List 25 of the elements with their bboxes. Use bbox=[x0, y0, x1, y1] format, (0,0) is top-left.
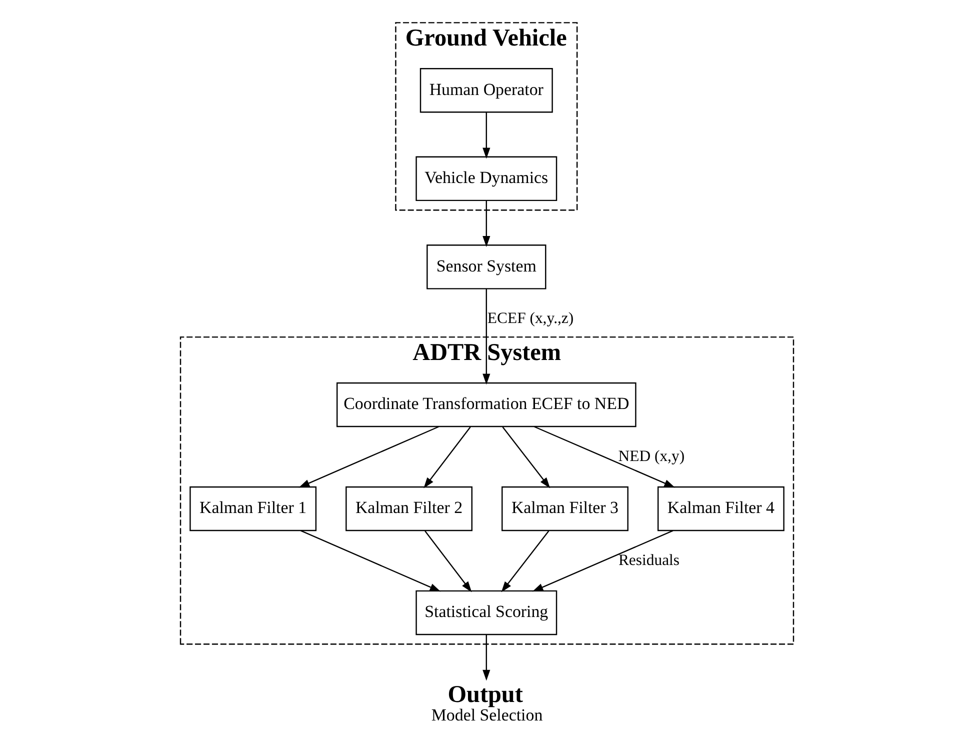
arrow bbox=[482, 634, 490, 681]
arrow bbox=[300, 530, 441, 592]
node-box: Kalman Filter 3 bbox=[502, 486, 628, 532]
arrow bbox=[482, 200, 490, 247]
arrow bbox=[482, 112, 490, 159]
arrow bbox=[502, 426, 550, 488]
node-box: Kalman Filter 1 bbox=[190, 486, 317, 532]
node-box: Statistical Scoring bbox=[416, 590, 558, 636]
node-box: Sensor System bbox=[426, 244, 546, 290]
arrow bbox=[501, 530, 550, 592]
arrow bbox=[532, 530, 674, 592]
node-box: Coordinate Transformation ECEF to NED bbox=[336, 382, 636, 428]
node-text: Output Model Selection bbox=[431, 681, 543, 725]
node-box: Kalman Filter 2 bbox=[346, 486, 472, 532]
arrow bbox=[424, 530, 472, 592]
edge-label: NED (x,y) bbox=[618, 448, 685, 465]
arrow bbox=[482, 288, 490, 385]
node-box: Kalman Filter 4 bbox=[657, 486, 784, 532]
arrow bbox=[534, 426, 676, 488]
edge-label: Residuals bbox=[618, 552, 680, 569]
arrow bbox=[298, 426, 439, 488]
node-box: Human Operator bbox=[420, 68, 553, 113]
node-box: Vehicle Dynamics bbox=[416, 156, 558, 202]
edge-label: ECEF (x,y.,z) bbox=[487, 310, 574, 328]
arrow bbox=[424, 426, 471, 488]
